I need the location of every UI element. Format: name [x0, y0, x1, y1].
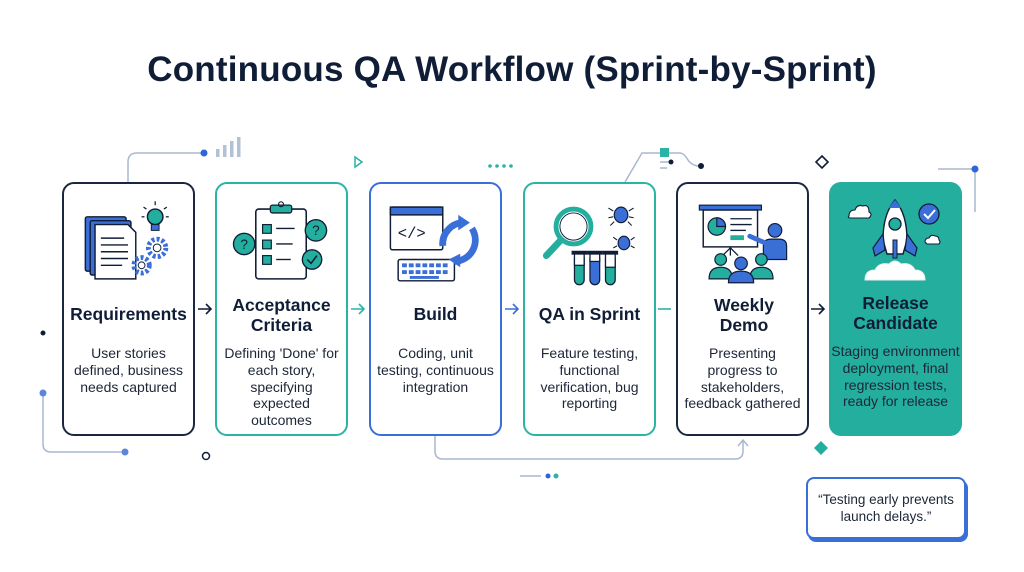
- documents-lightbulb-gears-icon: [84, 201, 169, 280]
- arrow-right-icon: [505, 303, 520, 315]
- magnifier-bugs-testtubes-icon: [542, 206, 635, 286]
- arrow-right-icon: [811, 303, 826, 315]
- stage-card-release-candidate: Release Candidate Staging environment de…: [829, 182, 962, 436]
- square-node: [660, 148, 669, 157]
- diamond-filled-icon: [814, 441, 828, 455]
- stage-name: QA in Sprint: [538, 304, 641, 324]
- arrow-right-icon: [198, 303, 213, 315]
- stage-description: Feature testing, functional verification…: [540, 345, 639, 412]
- stage-description: User stories defined, business needs cap…: [74, 345, 183, 395]
- dotted-line: [488, 164, 513, 168]
- arrow-right-icon: [658, 308, 671, 310]
- stage-description: Defining 'Done' for each story, specifyi…: [224, 345, 339, 429]
- stage-description: Coding, unit testing, continuous integra…: [377, 345, 494, 395]
- presentation-audience-icon: [698, 204, 788, 284]
- code-keyboard-cycle-icon: </>: [389, 206, 479, 282]
- stage-card-build: </> Build Coding, unit testing, continuo…: [369, 182, 502, 436]
- bar-chart-icon: [216, 149, 220, 157]
- stage-card-acceptance-criteria: ? ? Acceptance Criteria Defining 'Done' …: [215, 182, 348, 436]
- quote-callout: “Testing early prevents launch delays.”: [806, 477, 966, 539]
- stage-description: Presenting progress to stakeholders, fee…: [684, 345, 801, 412]
- stage-card-requirements: Requirements User stories defined, busin…: [62, 182, 195, 436]
- play-triangle-icon: [354, 155, 364, 169]
- connector-top-left: [127, 152, 203, 182]
- stage-card-weekly-demo: Weekly Demo Presenting progress to stake…: [676, 182, 809, 436]
- loop-back-connector: [434, 436, 744, 460]
- svg-text:</>: </>: [398, 225, 426, 243]
- svg-text:?: ?: [312, 223, 320, 238]
- svg-text:?: ?: [240, 237, 248, 252]
- stage-description: Staging environment deployment, final re…: [831, 343, 960, 410]
- stage-name: Requirements: [70, 304, 187, 324]
- stage-name: Release Candidate: [853, 293, 938, 333]
- connector-top-mid: [624, 152, 701, 183]
- rocket-launch-icon: [847, 198, 941, 281]
- stage-card-qa-in-sprint: QA in Sprint Feature testing, functional…: [523, 182, 656, 436]
- page-title: Continuous QA Workflow (Sprint-by-Sprint…: [147, 50, 877, 89]
- diamond-icon: [814, 154, 830, 170]
- stage-name: Weekly Demo: [714, 295, 774, 335]
- stage-name: Build: [413, 304, 458, 324]
- arrow-right-icon: [351, 303, 366, 315]
- stage-name: Acceptance Criteria: [232, 295, 331, 335]
- dot: [200, 149, 208, 157]
- clipboard-checklist-icon: ? ?: [232, 201, 328, 280]
